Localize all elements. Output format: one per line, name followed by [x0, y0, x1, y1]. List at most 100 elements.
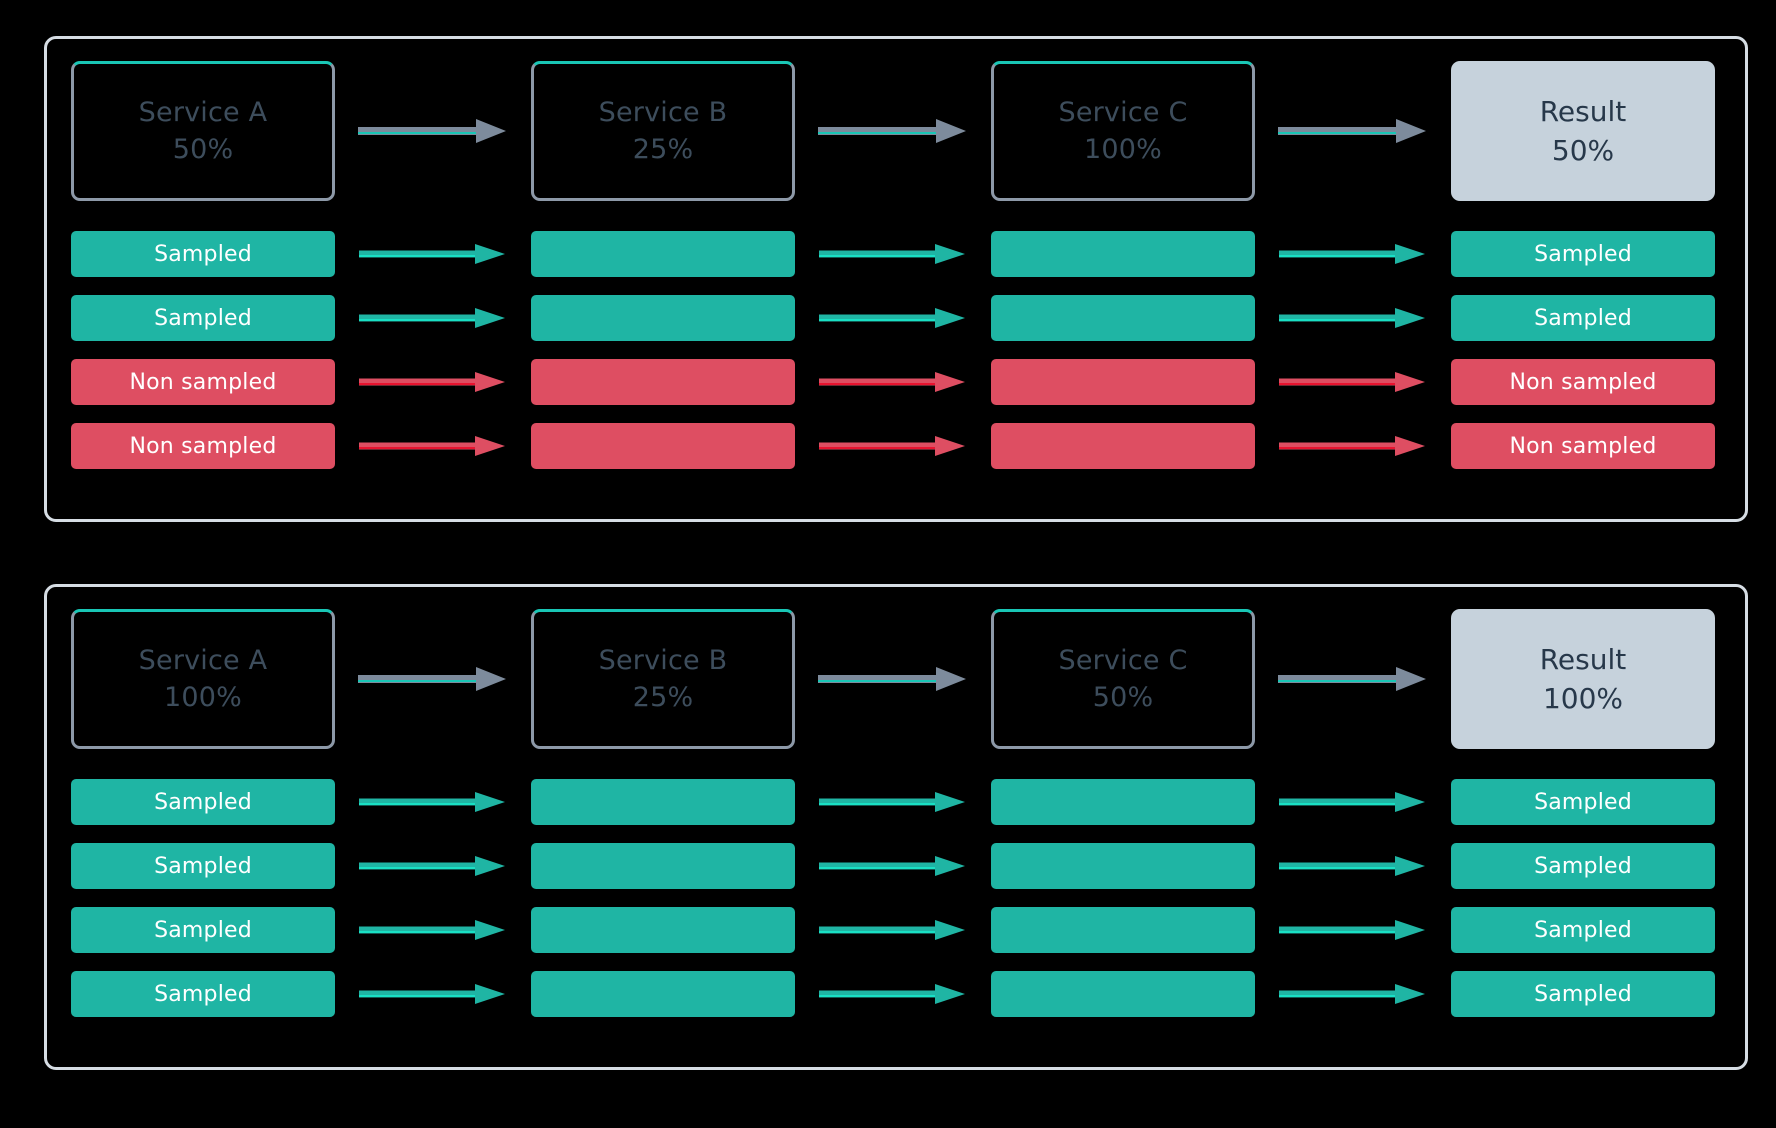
trace-bar-mid-1[interactable]	[531, 971, 795, 1017]
arrow-right-icon	[1279, 244, 1425, 264]
trace-arrow	[335, 790, 531, 814]
trace-arrow	[1255, 434, 1451, 458]
arrow-right-icon	[1279, 308, 1425, 328]
sampling-panel-1: Service A 50% Service B 25%	[44, 36, 1748, 522]
arrow-right-icon	[359, 244, 505, 264]
trace-bar-end[interactable]: Sampled	[1451, 231, 1715, 277]
trace-bar-start[interactable]: Sampled	[71, 843, 335, 889]
arrow-right-icon	[1278, 119, 1426, 143]
trace-arrow	[795, 982, 991, 1006]
result-box[interactable]: Result 100%	[1451, 609, 1715, 749]
trace-bar-start[interactable]: Non sampled	[71, 423, 335, 469]
service-box-b[interactable]: Service B 25%	[531, 61, 795, 201]
service-percent: 100%	[1084, 134, 1162, 165]
trace-bar-end[interactable]: Sampled	[1451, 843, 1715, 889]
trace-bar-mid-2[interactable]	[991, 843, 1255, 889]
trace-bar-mid-2[interactable]	[991, 779, 1255, 825]
service-box-b[interactable]: Service B 25%	[531, 609, 795, 749]
arrow-right-icon	[1279, 792, 1425, 812]
arrow-right-icon	[359, 920, 505, 940]
service-name: Service C	[1058, 645, 1188, 676]
arrow-right-icon	[818, 667, 966, 691]
service-percent: 100%	[164, 682, 242, 713]
trace-arrow	[1255, 370, 1451, 394]
trace-bar-end[interactable]: Sampled	[1451, 971, 1715, 1017]
arrow-right-icon	[359, 436, 505, 456]
trace-bar-end[interactable]: Sampled	[1451, 295, 1715, 341]
arrow-right-icon	[818, 119, 966, 143]
trace-bar-mid-1[interactable]	[531, 779, 795, 825]
arrow-right-icon	[1279, 856, 1425, 876]
trace-bar-start[interactable]: Sampled	[71, 231, 335, 277]
service-pipeline-row-2: Service A 100% Service B 25%	[71, 609, 1721, 749]
sampling-panel-2: Service A 100% Service B 25%	[44, 584, 1748, 1070]
service-percent: 25%	[632, 682, 694, 713]
trace-row: Non sampled	[71, 359, 1721, 405]
trace-arrow	[335, 242, 531, 266]
trace-bar-mid-2[interactable]	[991, 971, 1255, 1017]
trace-arrow	[1255, 918, 1451, 942]
arrow-right-icon	[819, 984, 965, 1004]
service-box-c[interactable]: Service C 50%	[991, 609, 1255, 749]
trace-bar-mid-2[interactable]	[991, 423, 1255, 469]
service-box-a[interactable]: Service A 100%	[71, 609, 335, 749]
trace-bar-mid-2[interactable]	[991, 359, 1255, 405]
trace-arrow	[1255, 790, 1451, 814]
trace-rows-2: Sampled	[71, 779, 1721, 1017]
trace-bar-mid-1[interactable]	[531, 423, 795, 469]
trace-arrow	[1255, 242, 1451, 266]
arrow-right-icon	[359, 372, 505, 392]
trace-row: Sampled	[71, 971, 1721, 1017]
trace-bar-mid-1[interactable]	[531, 295, 795, 341]
trace-bar-mid-1[interactable]	[531, 231, 795, 277]
trace-bar-mid-1[interactable]	[531, 907, 795, 953]
trace-row: Sampled	[71, 295, 1721, 341]
trace-bar-start[interactable]: Sampled	[71, 971, 335, 1017]
trace-arrow	[795, 242, 991, 266]
service-name: Service B	[598, 97, 728, 128]
trace-bar-start[interactable]: Non sampled	[71, 359, 335, 405]
service-percent: 50%	[172, 134, 234, 165]
result-label: Result	[1539, 95, 1627, 128]
trace-bar-start[interactable]: Sampled	[71, 295, 335, 341]
trace-bar-start[interactable]: Sampled	[71, 779, 335, 825]
trace-bar-end[interactable]: Sampled	[1451, 779, 1715, 825]
trace-bar-mid-1[interactable]	[531, 843, 795, 889]
service-percent: 50%	[1092, 682, 1154, 713]
trace-arrow	[795, 434, 991, 458]
arrow-right-icon	[1279, 984, 1425, 1004]
trace-row: Sampled	[71, 779, 1721, 825]
trace-bar-mid-2[interactable]	[991, 231, 1255, 277]
arrow-gray-a-to-b	[335, 664, 531, 694]
trace-arrow	[795, 854, 991, 878]
arrow-right-icon	[819, 308, 965, 328]
trace-bar-mid-2[interactable]	[991, 295, 1255, 341]
service-percent: 25%	[632, 134, 694, 165]
service-pipeline-row-1: Service A 50% Service B 25%	[71, 61, 1721, 201]
trace-arrow	[335, 918, 531, 942]
trace-arrow	[1255, 306, 1451, 330]
trace-arrow	[335, 306, 531, 330]
arrow-right-icon	[819, 856, 965, 876]
trace-row: Sampled	[71, 843, 1721, 889]
trace-bar-end[interactable]: Sampled	[1451, 907, 1715, 953]
trace-bar-mid-1[interactable]	[531, 359, 795, 405]
service-name: Service B	[598, 645, 728, 676]
trace-bar-end[interactable]: Non sampled	[1451, 423, 1715, 469]
trace-bar-start[interactable]: Sampled	[71, 907, 335, 953]
trace-row: Sampled	[71, 231, 1721, 277]
arrow-right-icon	[359, 856, 505, 876]
trace-bar-end[interactable]: Non sampled	[1451, 359, 1715, 405]
result-box[interactable]: Result 50%	[1451, 61, 1715, 201]
arrow-right-icon	[359, 792, 505, 812]
arrow-right-icon	[819, 920, 965, 940]
service-box-c[interactable]: Service C 100%	[991, 61, 1255, 201]
arrow-gray-b-to-c	[795, 664, 991, 694]
arrow-right-icon	[1279, 372, 1425, 392]
arrow-right-icon	[1279, 920, 1425, 940]
trace-bar-mid-2[interactable]	[991, 907, 1255, 953]
trace-arrow	[335, 982, 531, 1006]
arrow-gray-b-to-c	[795, 116, 991, 146]
service-box-a[interactable]: Service A 50%	[71, 61, 335, 201]
result-percent: 100%	[1542, 682, 1624, 715]
